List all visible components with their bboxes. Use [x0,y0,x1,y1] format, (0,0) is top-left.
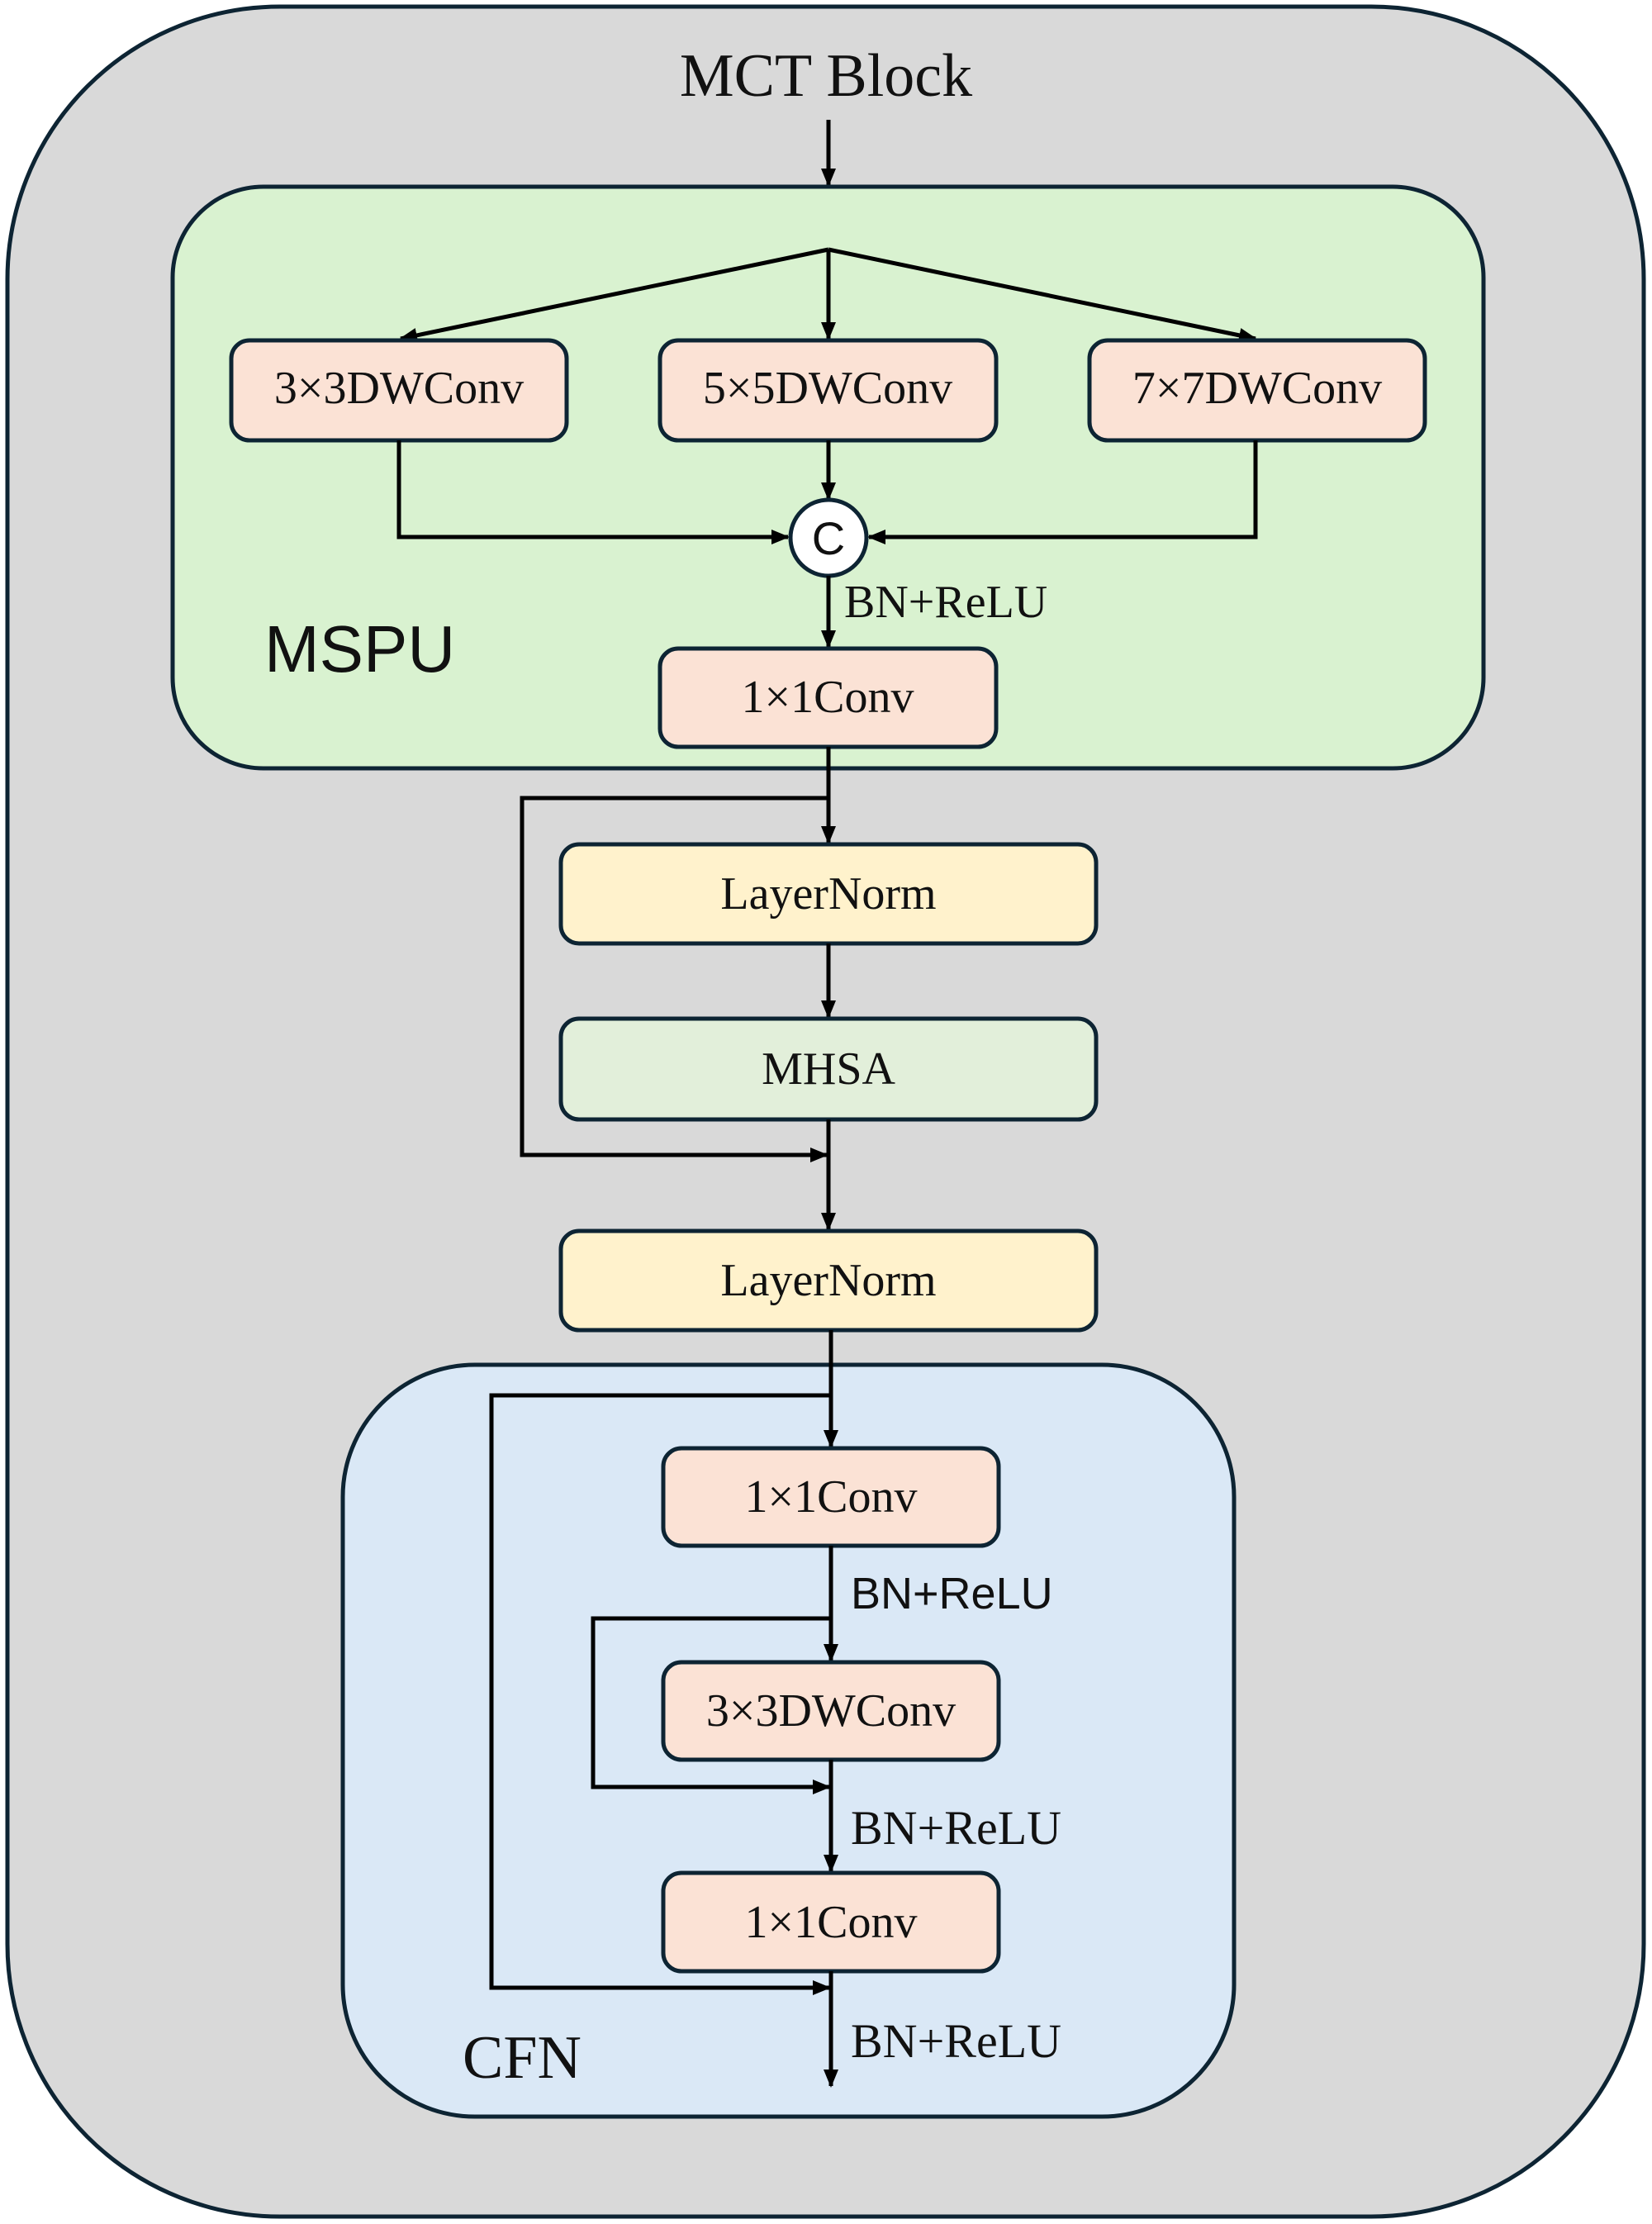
cfn-bn-relu-2-label: BN+ReLU [851,1801,1061,1855]
cfn-conv2-label: 1×1Conv [745,1897,918,1948]
block-title: MCT Block [680,42,972,110]
cfn-label: CFN [463,2024,582,2092]
cfn-conv2-node: 1×1Conv [661,1870,1001,1974]
layernorm-2-label: LayerNorm [720,1255,936,1306]
mhsa-node: MHSA [558,1016,1099,1122]
dwconv-7x7-label: 7×7DWConv [1132,363,1382,414]
cfn-dwconv-label: 3×3DWConv [706,1685,956,1737]
cfn-conv1-node: 1×1Conv [661,1446,1001,1548]
connector-7x7-to-concat [867,440,1258,544]
branch-line-left [399,247,829,343]
mspu-pointwise-conv-node: 1×1Conv [657,646,999,749]
layernorm-1-node: LayerNorm [558,842,1099,946]
layernorm-2-node: LayerNorm [558,1228,1099,1333]
attention-skip-connection [520,796,828,1162]
dwconv-5x5-node: 5×5DWConv [657,338,999,443]
mspu-pointwise-conv-label: 1×1Conv [742,672,914,723]
dwconv-5x5-label: 5×5DWConv [703,363,952,414]
cfn-bn-relu-3-label: BN+ReLU [851,2014,1061,2068]
cfn-conv1-label: 1×1Conv [745,1471,918,1523]
layernorm-1-label: LayerNorm [720,868,936,920]
dwconv-3x3-node: 3×3DWConv [229,338,569,443]
cfn-outer-skip-connection [489,1393,831,1995]
branch-line-right [828,247,1257,343]
concat-symbol: C [812,512,845,564]
mspu-label: MSPU [264,612,455,686]
dwconv-3x3-label: 3×3DWConv [274,363,524,414]
mhsa-label: MHSA [762,1043,895,1095]
concat-node: C [788,497,869,578]
mspu-bn-relu-label: BN+ReLU [844,577,1047,628]
connector-3x3-to-concat [396,440,790,544]
cfn-inner-skip-connection [591,1616,831,1794]
cfn-bn-relu-1-label: BN+ReLU [851,1569,1053,1618]
cfn-dwconv-node: 3×3DWConv [661,1660,1001,1762]
dwconv-7x7-node: 7×7DWConv [1087,338,1427,443]
